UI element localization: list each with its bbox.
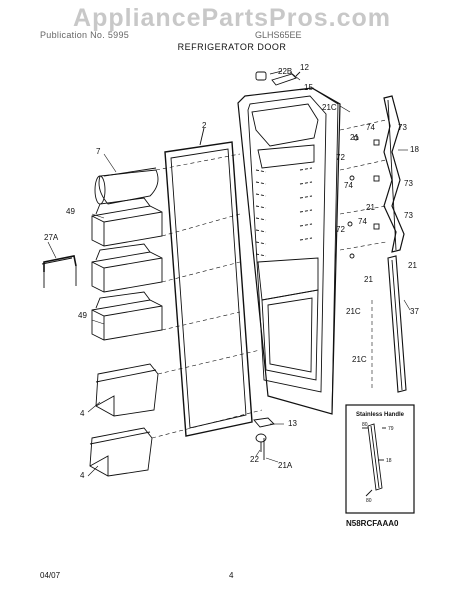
- label-13: 13: [288, 419, 297, 428]
- inset-label-80b: 80: [366, 498, 372, 504]
- label-15: 15: [304, 83, 313, 92]
- label-2: 2: [202, 121, 207, 130]
- door-shelf-lower: [89, 427, 153, 477]
- label-22: 22: [250, 455, 259, 464]
- label-73-a: 73: [398, 123, 407, 132]
- label-4-b: 4: [80, 471, 85, 480]
- label-73-c: 73: [404, 211, 413, 220]
- label-74-c: 74: [358, 217, 367, 226]
- label-21-c: 21: [364, 275, 373, 284]
- publication-number: Publication No. 5995: [40, 30, 130, 40]
- screws: [347, 135, 380, 259]
- label-27A: 27A: [44, 233, 59, 242]
- watermark: AppliancePartsPros.com: [73, 4, 391, 32]
- label-22B: 22B: [278, 67, 292, 76]
- inset-label-79: 79: [388, 426, 394, 432]
- inset-box: [345, 404, 415, 514]
- leader-lines: [151, 119, 387, 439]
- label-49-a: 49: [66, 207, 75, 216]
- page-header: Publication No. 5995 GLHS65EE ApplianceP…: [0, 0, 464, 60]
- label-7: 7: [96, 147, 101, 156]
- label-21C-b: 21C: [346, 307, 361, 316]
- door-shelf-upper: [95, 363, 159, 417]
- label-18: 18: [410, 145, 419, 154]
- label-4-a: 4: [80, 409, 85, 418]
- callout-labels: 22B 12 15 21C 2 7 74 21 73 18 72 74 73 2…: [44, 63, 419, 528]
- door-gasket: [164, 127, 253, 437]
- label-21A: 21A: [278, 461, 293, 470]
- door-bin-bottom: [91, 291, 163, 341]
- top-hinge-parts: [255, 70, 301, 86]
- inset-label-80a: 80: [362, 422, 368, 428]
- callout-leaders: [47, 71, 411, 477]
- section-title: REFRIGERATOR DOOR: [177, 42, 287, 52]
- inset-title: Stainless Handle: [356, 412, 405, 418]
- label-49-b: 49: [78, 311, 87, 320]
- footer-date: 04/07: [40, 571, 61, 580]
- footer-page-number: 4: [229, 571, 234, 580]
- inset-label-18: 18: [386, 458, 392, 464]
- label-72-a: 72: [336, 153, 345, 162]
- label-74-a: 74: [366, 123, 375, 132]
- egg-container: [94, 167, 159, 205]
- label-21-a: 21: [350, 133, 359, 142]
- label-73-b: 73: [404, 179, 413, 188]
- label-74-b: 74: [344, 181, 353, 190]
- model-number: GLHS65EE: [255, 30, 302, 40]
- door-bin-top: [91, 197, 163, 247]
- label-21-d: 21: [408, 261, 417, 270]
- label-12: 12: [300, 63, 309, 72]
- trim-handle: [41, 255, 77, 288]
- door-bin-middle: [91, 243, 163, 293]
- label-21C-a: 21C: [322, 103, 337, 112]
- label-21-b: 21: [366, 203, 375, 212]
- door-outer-panel: [237, 87, 341, 415]
- label-72-b: 72: [336, 225, 345, 234]
- label-21C-c: 21C: [352, 355, 367, 364]
- handle-assembly: [383, 95, 405, 253]
- handle-trim-37: [387, 255, 407, 393]
- label-37: 37: [410, 307, 419, 316]
- inset-code: N58RCFAAA0: [346, 519, 399, 528]
